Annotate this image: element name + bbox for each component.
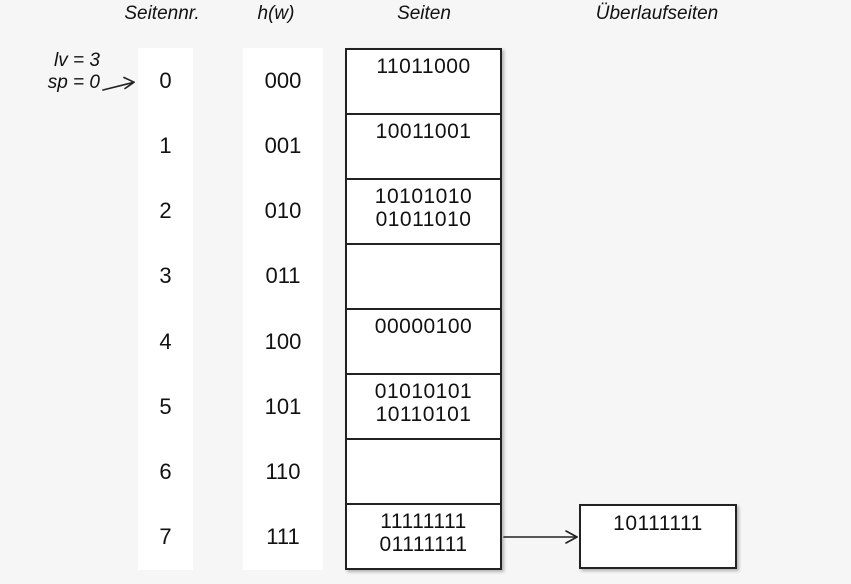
hash-value-label: 101 [264,393,302,419]
page-cell-2: 10101010 01011010 [347,180,500,245]
page-number-column: 0 1 2 3 4 5 6 7 [138,48,193,570]
hash-value-label: 010 [264,198,302,224]
page-cell-4: 00000100 [347,310,500,375]
hash-value-column: 000 001 010 011 100 101 110 111 [243,48,323,570]
page-entry: 11011000 [376,55,471,78]
overflow-link-arrow [503,530,578,544]
header-pages: Seiten [397,3,451,24]
page-entry [347,78,500,101]
annotation-pointer-arrow [102,76,135,91]
page-entry: 00000100 [374,315,473,338]
page-entry: 01111111 [379,533,468,556]
page-number-label: 3 [159,263,172,289]
page-cell-3 [347,245,500,310]
page-cell-6 [347,440,500,505]
hash-value-label: 011 [265,263,301,289]
overflow-page-box: 10111111 [579,504,737,569]
page-number-label: 1 [159,132,172,158]
page-entry [347,445,500,468]
page-entry: 10101010 [374,185,473,208]
state-annotation: lv = 3 sp = 0 [18,50,100,94]
page-number-label: 4 [159,328,172,354]
hash-value-label: 111 [266,524,300,550]
page-cell-0: 11011000 [347,50,500,115]
page-cell-5: 01010101 10110101 [347,375,500,440]
hash-value-label: 100 [264,328,302,354]
page-entry: 10011001 [375,120,472,143]
page-cell-1: 10011001 [347,115,500,180]
page-entry [347,143,500,166]
hash-value-label: 110 [265,459,301,485]
page-entry: 01011010 [375,208,472,231]
header-hash-function: h(w) [257,3,295,24]
header-overflow-pages: Überlaufseiten [595,3,719,24]
page-number-label: 5 [159,393,172,419]
overflow-entry: 10111111 [613,512,703,535]
pages-box: 11011000 10011001 10101010 01011010 0000… [345,48,502,570]
hash-value-label: 000 [264,67,302,93]
annotation-sp: sp = 0 [47,72,100,93]
page-entry [347,468,500,491]
page-entry: 11111111 [380,510,467,533]
annotation-lv: lv = 3 [54,50,100,71]
page-entry [347,273,500,296]
page-number-label: 7 [159,524,172,550]
hash-value-label: 001 [264,132,302,158]
page-entry [347,338,500,361]
page-number-label: 6 [159,459,172,485]
page-cell-7: 11111111 01111111 [347,505,500,568]
page-entry: 01010101 [374,380,473,403]
page-entry [347,250,500,273]
header-page-number: Seitennr. [124,3,200,24]
page-number-label: 0 [159,67,172,93]
page-entry: 10110101 [375,403,472,426]
page-number-label: 2 [159,198,172,224]
